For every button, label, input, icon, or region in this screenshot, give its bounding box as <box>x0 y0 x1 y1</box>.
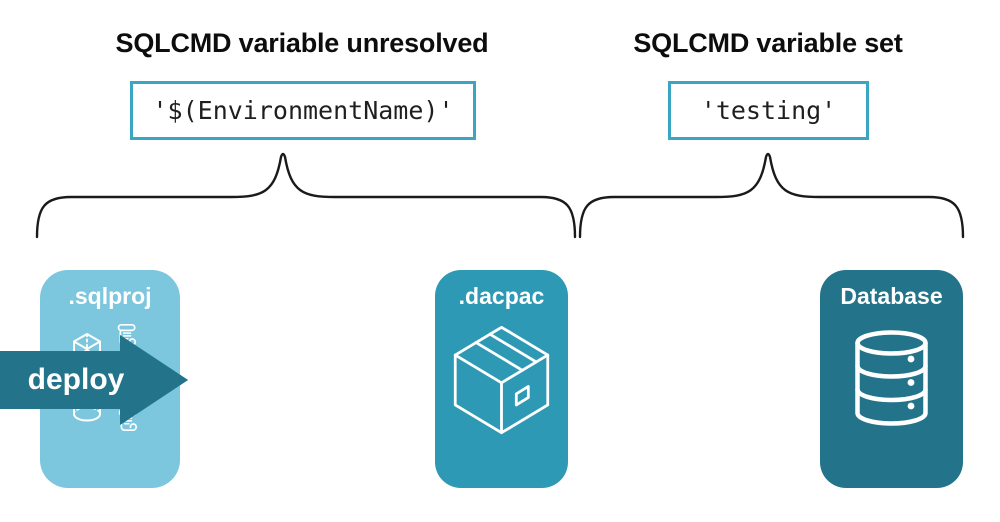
deploy-arrow-label: deploy <box>27 363 125 396</box>
code-box-set: 'testing' <box>668 81 869 140</box>
code-text-environment-name: '$(EnvironmentName)' <box>152 96 454 125</box>
sqlproj-label: .sqlproj <box>68 283 152 309</box>
right-curly-brace <box>578 152 965 239</box>
database-icon <box>855 330 928 426</box>
left-curly-brace <box>35 152 577 239</box>
code-text-testing: 'testing' <box>700 96 837 125</box>
code-box-unresolved: '$(EnvironmentName)' <box>130 81 476 140</box>
deploy-arrow: deploy <box>0 335 188 425</box>
database-label: Database <box>840 283 943 309</box>
package-icon <box>453 325 550 435</box>
arrow-shape <box>0 335 188 425</box>
database-node: Database <box>820 270 963 488</box>
dacpac-node: .dacpac <box>435 270 568 488</box>
dacpac-label: .dacpac <box>458 283 545 309</box>
heading-variable-unresolved: SQLCMD variable unresolved <box>115 28 489 58</box>
heading-variable-set: SQLCMD variable set <box>633 28 903 58</box>
